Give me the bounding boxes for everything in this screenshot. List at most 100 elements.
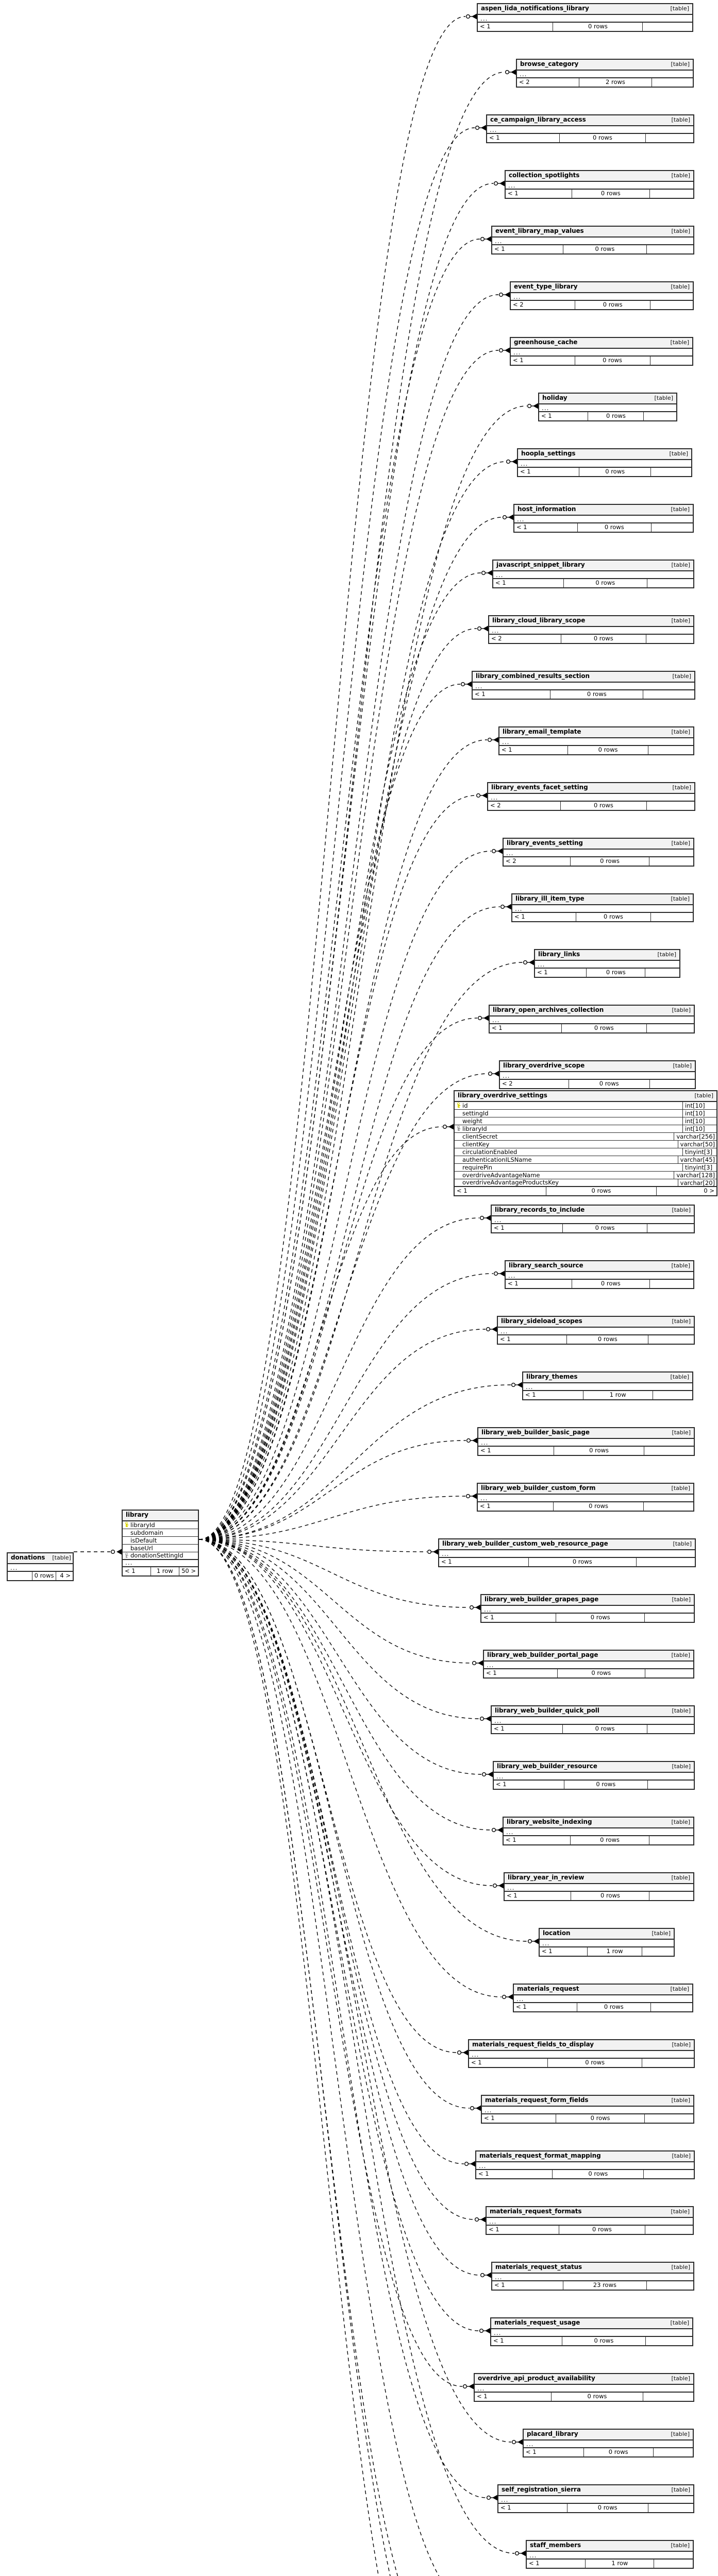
footer-row-count: 0 rows bbox=[577, 2003, 651, 2011]
footer-child-count bbox=[647, 1725, 694, 1733]
child-table-library-combined-results-section[interactable]: library_combined_results_section[table].… bbox=[472, 671, 695, 700]
table-header: library_web_builder_quick_poll[table] bbox=[492, 1706, 694, 1717]
table-header: library_events_facet_setting[table] bbox=[488, 783, 694, 794]
child-table-library-web-builder-grapes-page[interactable]: library_web_builder_grapes_page[table]..… bbox=[480, 1594, 695, 1623]
footer-row-count: 0 rows bbox=[561, 634, 646, 643]
child-table-overdrive-api-product-availability[interactable]: overdrive_api_product_availability[table… bbox=[474, 2373, 694, 2402]
table-header: library_overdrive_settings[table] bbox=[455, 1091, 716, 1102]
table-type-label: [table] bbox=[654, 394, 673, 401]
footer-parent-count: < 1 bbox=[476, 2170, 553, 2178]
footer-parent-count: < 1 bbox=[478, 1502, 554, 1511]
optional-marker-icon bbox=[474, 2217, 479, 2222]
column-row[interactable]: baseUrl bbox=[123, 1545, 198, 1552]
column-row[interactable]: donationSettingId bbox=[123, 1552, 198, 1560]
relationship-line bbox=[198, 1539, 427, 1552]
optional-marker-icon bbox=[479, 2328, 484, 2333]
table-header: library_records_to_include[table] bbox=[492, 1206, 694, 1216]
optional-marker-icon bbox=[502, 1994, 507, 1999]
child-table-library-cloud-library-scope[interactable]: library_cloud_library_scope[table]...< 2… bbox=[488, 615, 694, 644]
crows-foot-icon bbox=[483, 1015, 489, 1021]
crows-foot-icon bbox=[508, 1994, 513, 2000]
child-table-library-open-archives-collection[interactable]: library_open_archives_collection[table].… bbox=[489, 1005, 695, 1033]
child-table-materials-request-form-fields[interactable]: materials_request_form_fields[table]...<… bbox=[481, 2095, 694, 2124]
crows-foot-icon bbox=[486, 2272, 491, 2278]
footer-child-count bbox=[653, 1391, 692, 1399]
child-table-aspen-lida-notifications-library[interactable]: aspen_lida_notifications_library[table].… bbox=[477, 3, 693, 32]
footer-row-count: 0 rows bbox=[554, 1446, 645, 1455]
table-type-label: [table] bbox=[671, 1874, 690, 1881]
child-table-library-web-builder-portal-page[interactable]: library_web_builder_portal_page[table]..… bbox=[483, 1650, 694, 1679]
relationship-line bbox=[198, 1539, 492, 1831]
footer-row-count: 0 rows bbox=[548, 2058, 643, 2067]
optional-marker-icon bbox=[472, 1660, 477, 1666]
column-row[interactable]: subdomain bbox=[123, 1529, 198, 1537]
column-row[interactable]: isDefault bbox=[123, 1537, 198, 1545]
relationship-line bbox=[198, 127, 475, 1540]
child-table-library-web-builder-quick-poll[interactable]: library_web_builder_quick_poll[table]...… bbox=[491, 1705, 695, 1734]
child-table-library-web-builder-custom-web-resource-page[interactable]: library_web_builder_custom_web_resource_… bbox=[438, 1538, 696, 1567]
collapsed-columns-ellipsis: ... bbox=[514, 1995, 692, 2003]
relationship-line bbox=[198, 1018, 478, 1540]
table-type-label: [table] bbox=[671, 617, 690, 624]
collapsed-columns-ellipsis: ... bbox=[492, 1717, 694, 1725]
column-row[interactable]: libraryId bbox=[123, 1521, 198, 1529]
child-table-materials-request-fields-to-display[interactable]: materials_request_fields_to_display[tabl… bbox=[468, 2039, 695, 2068]
footer-parent-count: < 1 bbox=[535, 968, 587, 977]
child-table-library-web-builder-resource[interactable]: library_web_builder_resource[table]...< … bbox=[493, 1761, 695, 1790]
child-table-library-web-builder-basic-page[interactable]: library_web_builder_basic_page[table]...… bbox=[477, 1427, 695, 1456]
child-table-library-web-builder-custom-form[interactable]: library_web_builder_custom_form[table]..… bbox=[477, 1483, 694, 1512]
table-header: placard_library[table] bbox=[524, 2430, 693, 2441]
child-table-materials-request-format-mapping[interactable]: materials_request_format_mapping[table].… bbox=[475, 2150, 695, 2179]
child-table-library-events-facet-setting[interactable]: library_events_facet_setting[table]...< … bbox=[487, 782, 695, 811]
